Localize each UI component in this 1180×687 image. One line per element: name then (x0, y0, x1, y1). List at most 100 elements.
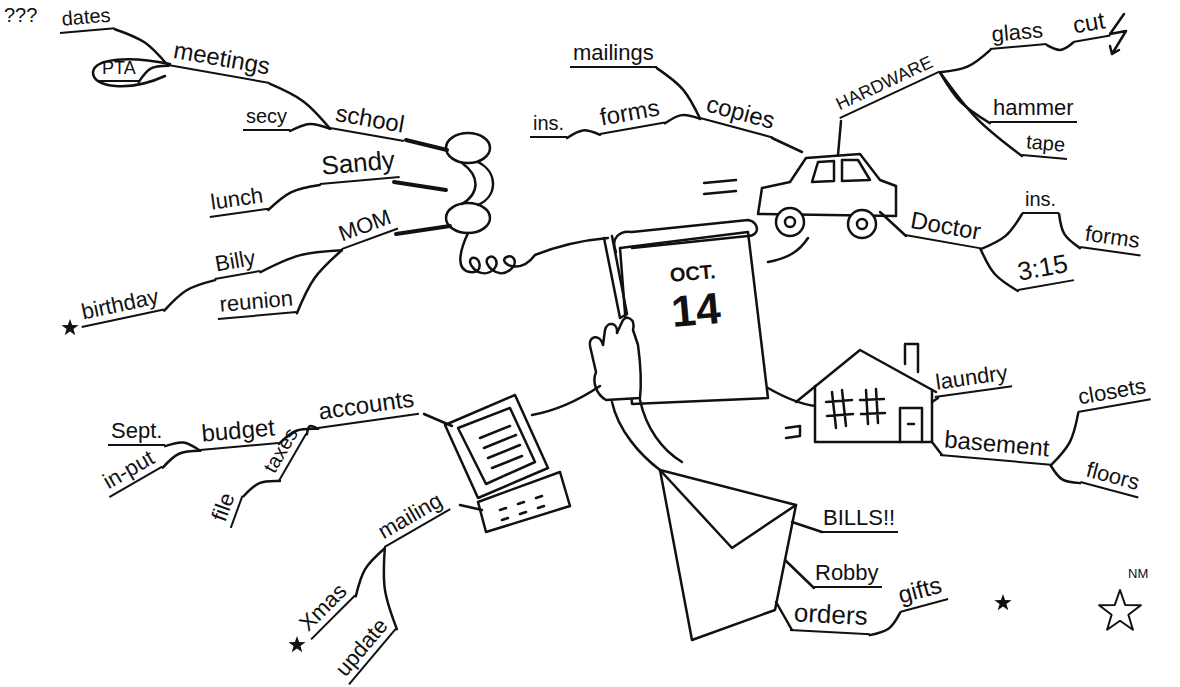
branch-word: Billy (210, 244, 261, 280)
keyboard-keys (500, 496, 544, 520)
branch-connector (268, 185, 320, 210)
keyword: copies (704, 90, 778, 135)
keyword: dates (61, 4, 112, 31)
branch-line (532, 386, 600, 415)
branch-word: Sept. (108, 418, 165, 446)
star-mark (61, 319, 78, 335)
phone-mouthpiece (446, 203, 490, 233)
star-mark (994, 594, 1011, 610)
branch-word: glass (988, 17, 1048, 50)
keyword: BILLS!! (823, 505, 895, 530)
branch-connector (164, 280, 215, 311)
speed-lines (704, 180, 736, 194)
branch-connector (1051, 465, 1080, 483)
phone-cord (460, 233, 608, 273)
branch-word: closets (1073, 372, 1151, 413)
keyword: accounts (317, 385, 416, 426)
branch-line (792, 522, 822, 532)
branch-word: Doctor (905, 205, 986, 248)
computer-keyboard (478, 472, 570, 532)
day-number: 14 (644, 281, 748, 340)
branch-line (932, 398, 938, 402)
branch-connector (139, 66, 168, 82)
branch-word: dates (58, 3, 115, 34)
keyword: birthday (79, 284, 161, 325)
calendar-roll (614, 220, 757, 252)
branch-connector (244, 481, 280, 496)
branch-word: MOM (332, 203, 398, 250)
keyword: HARDWARE (833, 52, 936, 115)
branch-connector (665, 115, 700, 123)
branch-line (768, 388, 815, 406)
phone-earpiece (446, 133, 490, 163)
branch-word: floors (1080, 456, 1145, 499)
envelope-flap (660, 470, 796, 548)
keyword: MOM (335, 204, 394, 246)
car-wheel (776, 208, 804, 236)
branch-word: file (205, 487, 243, 529)
branch-connector (356, 548, 385, 596)
branch-connector (307, 426, 318, 434)
branch-word: mailing (371, 486, 451, 548)
signature: NM (1128, 566, 1148, 581)
keyword: gifts (895, 571, 945, 609)
house-walls (815, 386, 932, 442)
branch-word: tape (1022, 130, 1069, 160)
question-marks: ??? (4, 4, 37, 27)
keyword: basement (943, 425, 1050, 462)
keyword: mailing (373, 487, 446, 544)
branch-line (406, 140, 447, 150)
branch-word: mailings (570, 40, 657, 68)
branch-connector (1059, 214, 1080, 248)
branch-word: ins. (530, 112, 567, 138)
house-chimney (905, 344, 918, 372)
house-window (826, 390, 853, 428)
lightning-symbol (1110, 14, 1126, 54)
branch-word: ins. (1022, 188, 1059, 214)
keyword: PTA (102, 58, 136, 79)
car-wheel (848, 210, 876, 238)
branch-word: reunion (216, 285, 298, 320)
star-mark (288, 636, 305, 652)
branch-word: Xmas (292, 576, 356, 640)
keyword: budget (200, 413, 276, 447)
branch-word: accounts (314, 384, 419, 429)
keyword: 3:15 (1015, 249, 1070, 287)
branch-word: lunch (206, 182, 268, 218)
branch-connector (981, 214, 1022, 249)
branch-connector (940, 72, 990, 123)
branch-word: in-put (96, 443, 163, 498)
keyword: laundry (934, 360, 1009, 395)
branch-word: forms (595, 93, 665, 135)
keyword: closets (1076, 373, 1148, 410)
signature-star (1099, 590, 1141, 630)
branch-word: update (328, 611, 397, 685)
car-hub (857, 219, 867, 229)
keyword: forms (598, 94, 662, 132)
branch-connector (1051, 413, 1078, 465)
branch-line (838, 121, 841, 155)
branch-line (460, 505, 482, 510)
branch-word: school (330, 98, 410, 141)
phone-handle (462, 162, 493, 205)
keyword: hammer (993, 95, 1074, 120)
branch-word: budget (197, 413, 279, 450)
arm (612, 400, 682, 470)
car-window (812, 160, 870, 182)
branch-connector (567, 130, 600, 138)
branch-connector (981, 249, 1018, 291)
keyword: secy (246, 105, 287, 128)
keyword: lunch (209, 183, 265, 215)
branch-connector (165, 442, 200, 450)
branch-line (768, 238, 808, 262)
branch-word: BILLS!! (820, 505, 898, 533)
keyword: Robby (815, 560, 879, 585)
branch-connector (384, 548, 397, 629)
branch-word: basement (940, 425, 1054, 465)
car-hub (785, 217, 795, 227)
branch-connector (297, 250, 342, 313)
branch-word: forms (1080, 220, 1144, 257)
branch-word: laundry (931, 359, 1012, 398)
calendar-page (620, 232, 768, 404)
branch-word: PTA (99, 58, 139, 82)
